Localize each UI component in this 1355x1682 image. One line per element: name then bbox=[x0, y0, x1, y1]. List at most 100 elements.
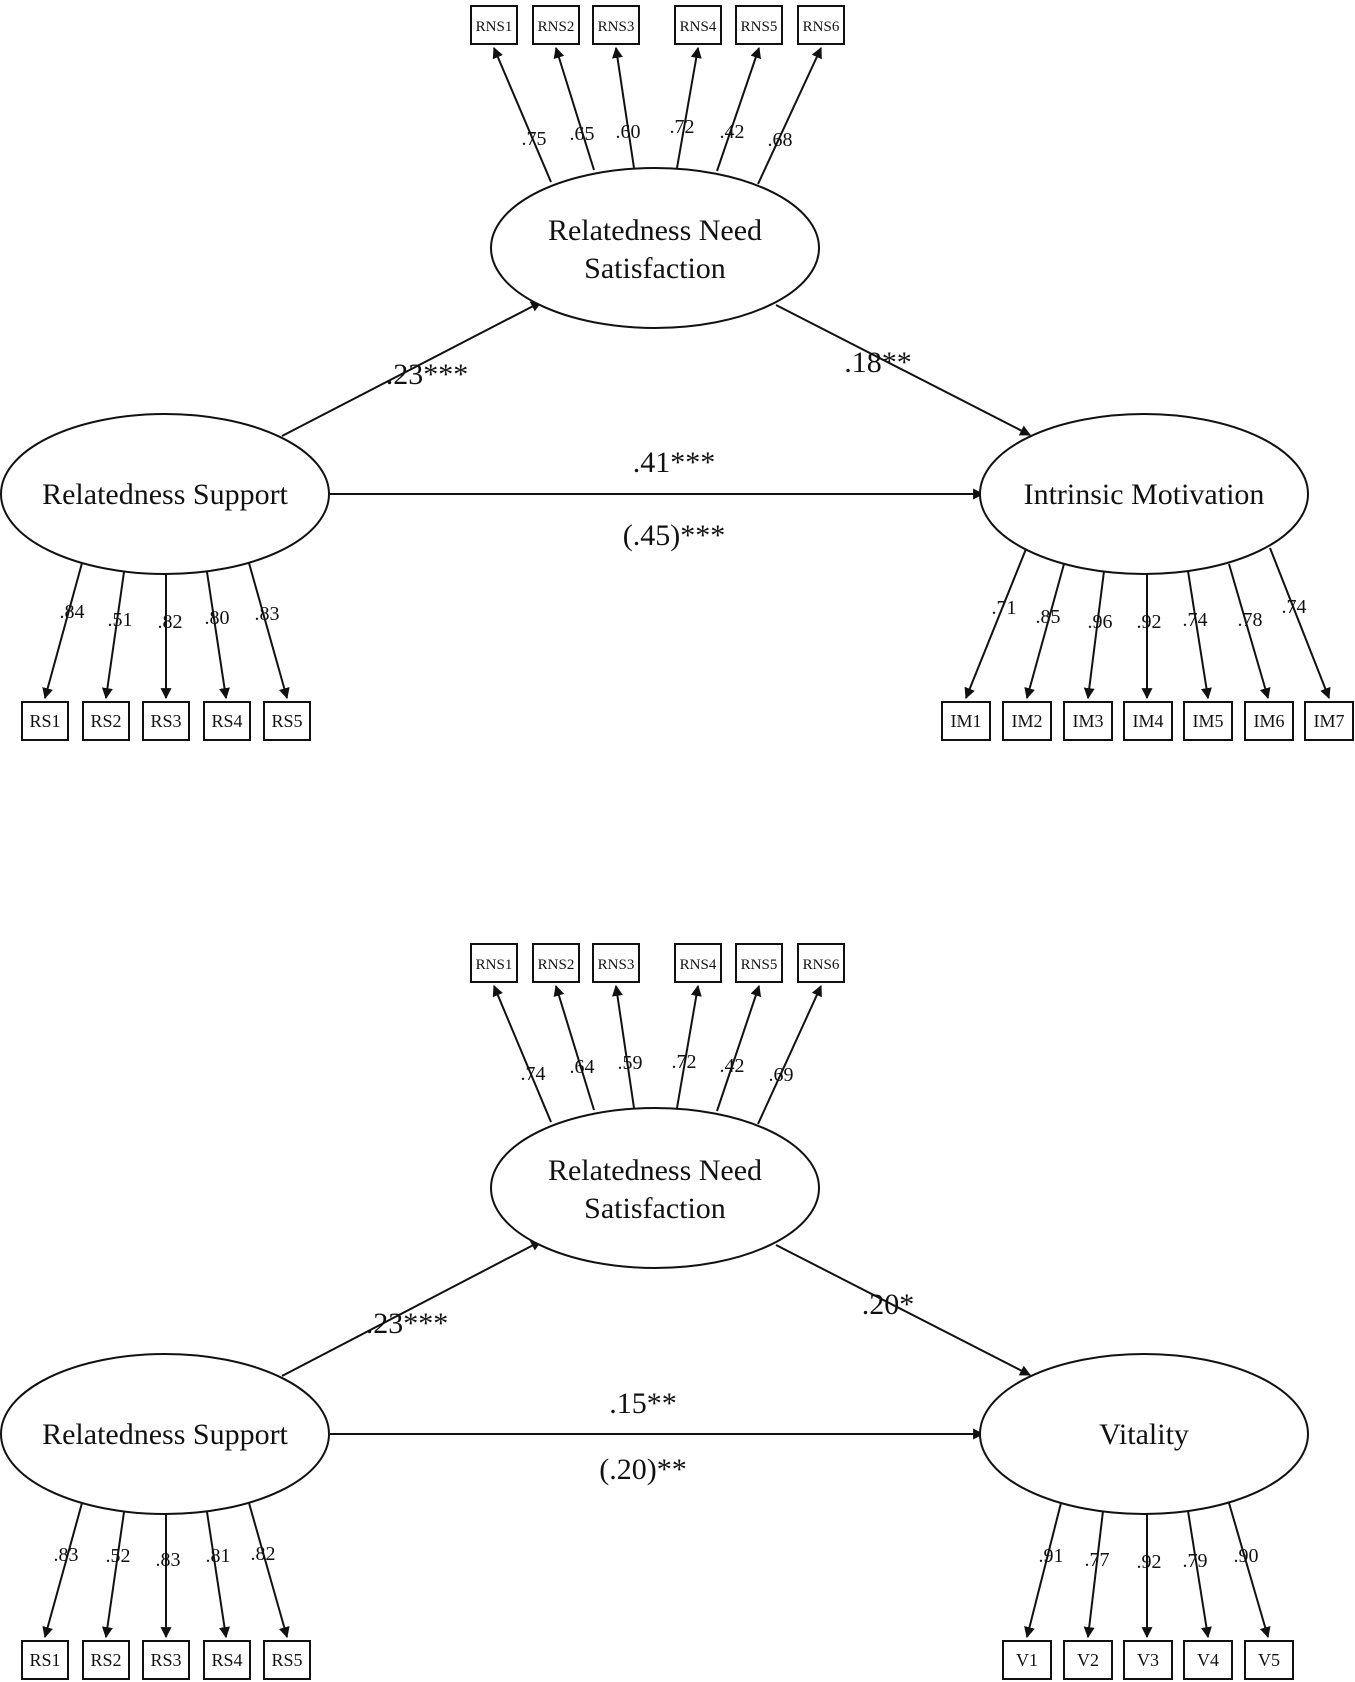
loading-value: .65 bbox=[570, 123, 595, 145]
indicator-box bbox=[592, 5, 640, 45]
predictor-indicators: RS1 RS2 RS3 RS4 RS5 .83 .52 .83 .81 .82 bbox=[21, 1502, 311, 1680]
indicator-label: RNS1 bbox=[476, 19, 513, 35]
loading-arrow bbox=[612, 984, 635, 1109]
indicator-box bbox=[674, 943, 722, 983]
loading-value: .52 bbox=[106, 1545, 131, 1567]
model-1-intrinsic-motivation: Relatedness Need Satisfaction Relatednes… bbox=[0, 5, 1354, 741]
path-support-to-need-arrow bbox=[281, 301, 542, 437]
path-coefficient-a: .23*** bbox=[386, 358, 469, 391]
loading-arrow bbox=[1083, 1510, 1104, 1639]
latent-label-line1: Relatedness Need bbox=[548, 214, 762, 247]
loading-arrow bbox=[492, 46, 552, 183]
indicator-label: IM1 bbox=[951, 711, 982, 731]
indicator-label: V3 bbox=[1137, 1650, 1159, 1670]
loading-value: .74 bbox=[1183, 609, 1208, 631]
loading-arrow bbox=[42, 562, 83, 700]
indicator-label: RNS5 bbox=[741, 19, 778, 35]
loading-arrow bbox=[757, 47, 822, 185]
indicator-box bbox=[21, 701, 69, 741]
indicator-box bbox=[1244, 1640, 1294, 1680]
latent-vitality bbox=[979, 1353, 1309, 1515]
loading-value: .71 bbox=[992, 597, 1017, 619]
indicator-box bbox=[470, 943, 518, 983]
indicator-box bbox=[1244, 701, 1294, 741]
loading-arrow bbox=[757, 984, 822, 1125]
loading-arrow bbox=[1083, 570, 1105, 700]
indicator-box bbox=[1183, 701, 1233, 741]
indicator-label: RNS3 bbox=[598, 957, 635, 973]
loading-value: .51 bbox=[108, 609, 133, 631]
loading-arrow bbox=[42, 1502, 83, 1639]
indicator-label: V2 bbox=[1077, 1650, 1099, 1670]
outcome-indicators: IM1 IM2 IM3 IM4 IM5 IM6 IM7 .71 .85 .96 … bbox=[941, 547, 1354, 741]
latent-label-line2: Satisfaction bbox=[584, 252, 726, 285]
loading-arrow bbox=[1228, 563, 1271, 700]
loading-arrow bbox=[1187, 570, 1212, 700]
loading-arrow bbox=[492, 984, 552, 1123]
indicator-label: RNS4 bbox=[680, 957, 717, 973]
indicator-label: RNS1 bbox=[476, 957, 513, 973]
loading-value: .72 bbox=[670, 116, 695, 138]
latent-label: Intrinsic Motivation bbox=[1024, 478, 1265, 511]
indicator-box bbox=[1063, 701, 1113, 741]
indicator-box bbox=[1002, 1640, 1052, 1680]
indicator-label: IM6 bbox=[1254, 711, 1285, 731]
loading-value: .64 bbox=[570, 1056, 595, 1078]
indicator-box bbox=[1123, 701, 1173, 741]
loading-value: .90 bbox=[1234, 1545, 1259, 1567]
indicator-label: RNS6 bbox=[803, 957, 840, 973]
loading-value: .83 bbox=[255, 603, 280, 625]
latent-label-line1: Relatedness Need bbox=[548, 1154, 762, 1187]
path-need-to-outcome-arrow bbox=[775, 1244, 1031, 1376]
loading-arrow bbox=[1024, 1502, 1062, 1639]
indicator-label: RS1 bbox=[29, 1650, 60, 1670]
loading-value: .96 bbox=[1088, 611, 1113, 633]
indicator-label: RS5 bbox=[271, 1650, 302, 1670]
loading-arrow bbox=[101, 571, 125, 700]
indicator-label: RS5 bbox=[271, 711, 302, 731]
loading-arrow bbox=[248, 562, 290, 700]
loading-arrow bbox=[206, 571, 230, 700]
indicator-box bbox=[1002, 701, 1052, 741]
loading-arrow bbox=[676, 46, 702, 169]
loading-arrow bbox=[248, 1502, 290, 1639]
indicator-label: RS2 bbox=[90, 711, 121, 731]
indicator-box bbox=[1183, 1640, 1233, 1680]
loading-arrow bbox=[1024, 563, 1065, 700]
indicator-box bbox=[21, 1640, 69, 1680]
loading-arrow bbox=[716, 984, 762, 1112]
loading-value: .74 bbox=[1282, 596, 1307, 618]
indicator-label: IM3 bbox=[1073, 711, 1104, 731]
indicator-box bbox=[735, 943, 783, 983]
loading-value: .85 bbox=[1036, 606, 1061, 628]
indicator-label: RNS2 bbox=[538, 957, 575, 973]
latent-label: Relatedness Support bbox=[42, 1418, 288, 1451]
path-coefficient-direct: .41*** bbox=[633, 446, 716, 479]
loading-value: .75 bbox=[522, 128, 547, 150]
loading-value: .92 bbox=[1137, 611, 1162, 633]
loading-value: .42 bbox=[720, 121, 745, 143]
indicator-label: V4 bbox=[1197, 1650, 1219, 1670]
indicator-label: RS3 bbox=[150, 1650, 181, 1670]
indicator-label: RS3 bbox=[150, 711, 181, 731]
indicator-label: RS4 bbox=[211, 711, 242, 731]
path-support-to-need-arrow bbox=[281, 1240, 542, 1377]
loading-arrow bbox=[716, 46, 762, 172]
loading-value: .82 bbox=[158, 611, 183, 633]
latent-label: Relatedness Support bbox=[42, 478, 288, 511]
indicator-box bbox=[1123, 1640, 1173, 1680]
loading-arrow bbox=[1228, 1502, 1271, 1639]
indicator-box bbox=[203, 701, 251, 741]
indicator-box bbox=[142, 1640, 190, 1680]
indicator-box bbox=[674, 5, 722, 45]
indicator-box bbox=[532, 5, 580, 45]
indicator-box bbox=[797, 5, 845, 45]
indicator-box bbox=[592, 943, 640, 983]
indicator-box bbox=[797, 943, 845, 983]
indicator-box bbox=[203, 1640, 251, 1680]
indicator-label: RNS3 bbox=[598, 19, 635, 35]
loading-arrow bbox=[612, 46, 635, 169]
indicator-label: RS4 bbox=[211, 1650, 242, 1670]
loading-value: .91 bbox=[1039, 1545, 1064, 1567]
